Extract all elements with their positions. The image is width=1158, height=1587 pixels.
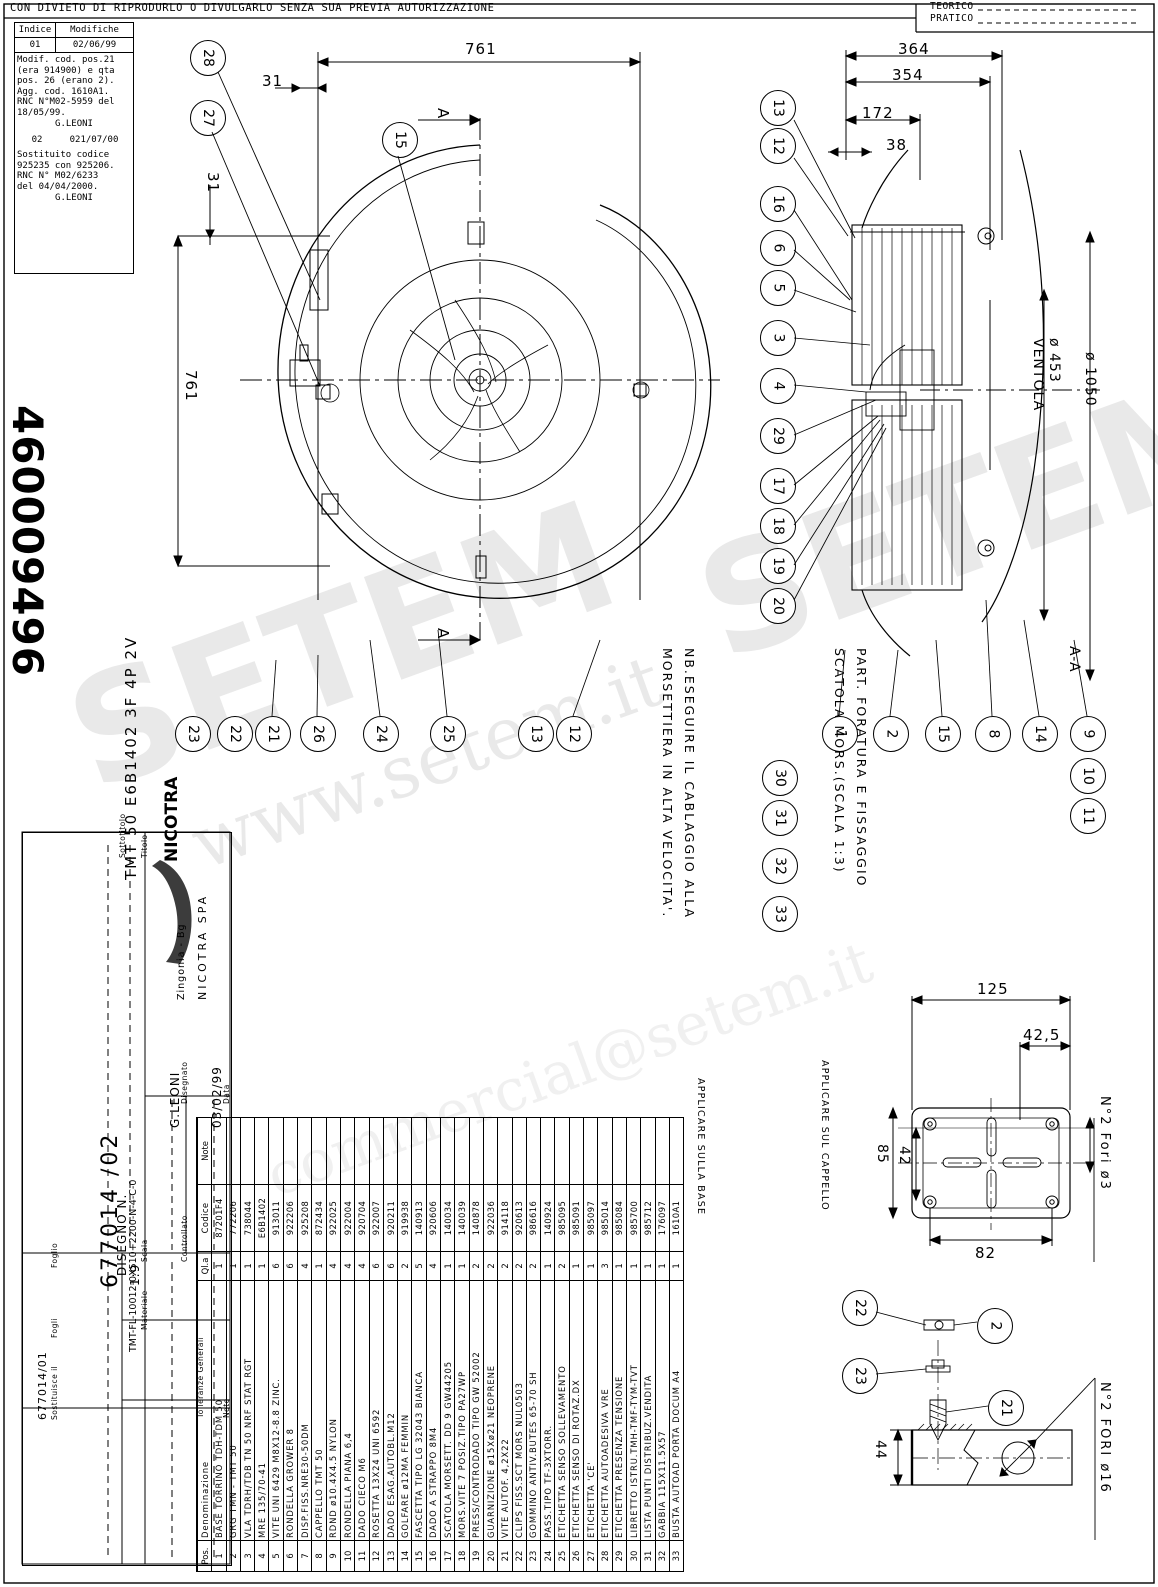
revision-2-text: Sostituito codice 925235 con 925206. RNC… — [17, 150, 115, 192]
balloon-17[interactable]: 17 — [760, 468, 796, 504]
balloon-25-bottom[interactable]: 25 — [430, 716, 466, 752]
copyright-note: CON DIVIETO DI RIPRODURLO O DIVULGARLO S… — [10, 2, 495, 14]
label-tolleranze: Tolleranze Generali — [196, 1336, 205, 1418]
revision-col-modifiche: Modifiche — [70, 25, 119, 35]
dim-364: 364 — [898, 40, 930, 58]
balloon-18[interactable]: 18 — [760, 508, 796, 544]
balloon-5[interactable]: 5 — [760, 270, 796, 306]
balloon-33[interactable]: 33 — [762, 896, 798, 932]
balloon-12-bottom[interactable]: 12 — [556, 716, 592, 752]
balloon-13-bottom[interactable]: 13 — [518, 716, 554, 752]
balloon-6[interactable]: 6 — [760, 230, 796, 266]
dim-761-horizontal: 761 — [465, 40, 497, 58]
balloon-29[interactable]: 29 — [760, 418, 796, 454]
balloon-22-bottom[interactable]: 22 — [217, 716, 253, 752]
teorico-label: TEORICO — [930, 1, 974, 12]
balloon-23-detail[interactable]: 23 — [842, 1358, 878, 1394]
revision-1-date: 02/06/99 — [72, 40, 117, 50]
balloon-23-bottom[interactable]: 23 — [175, 716, 211, 752]
label-sostituisce: Sostituisce il — [50, 1365, 59, 1420]
label-fogli: Fogli — [50, 1317, 59, 1338]
balloon-28[interactable]: 28 — [190, 40, 226, 76]
balloon-2-section[interactable]: 2 — [873, 716, 909, 752]
dim-42-5: 42,5 — [1023, 1026, 1061, 1044]
balloon-4[interactable]: 4 — [760, 368, 796, 404]
dim-125: 125 — [977, 980, 1009, 998]
revision-1-signature: G.LEONI — [55, 118, 93, 129]
balloon-22-detail[interactable]: 22 — [842, 1290, 878, 1326]
balloon-27[interactable]: 27 — [190, 100, 226, 136]
balloon-32[interactable]: 32 — [762, 848, 798, 884]
balloon-11[interactable]: 11 — [1070, 798, 1106, 834]
balloon-16[interactable]: 16 — [760, 186, 796, 222]
label-scala: Scala — [140, 1239, 149, 1262]
label-note: Note — [222, 1398, 231, 1418]
revision-2-signature: G.LEONI — [55, 192, 93, 203]
balloon-1[interactable]: 1 — [822, 716, 858, 752]
value-disegno-n: 677014 /02 — [98, 1131, 123, 1288]
label-sottotitolo: Sottotitolo — [118, 813, 127, 858]
company-legal-name: NICOTRA SPA — [196, 893, 209, 1000]
balloon-2-detail[interactable]: 2 — [977, 1308, 1013, 1344]
nicotra-logo-text: NICOTRA — [162, 776, 182, 862]
revision-1-index: 01 — [15, 38, 56, 52]
value-materiale: TMT-FL-10012-0X510+2200-N-4-C-0 — [128, 1179, 139, 1352]
dim-82: 82 — [975, 1244, 997, 1262]
label-titolo: Titolo — [140, 834, 149, 858]
balloon-21-bottom[interactable]: 21 — [255, 716, 291, 752]
balloon-9[interactable]: 9 — [1070, 716, 1106, 752]
balloon-15-section[interactable]: 15 — [925, 716, 961, 752]
label-foglio: Foglio — [50, 1242, 59, 1268]
balloon-24-bottom[interactable]: 24 — [363, 716, 399, 752]
revision-col-index: Indice — [15, 23, 56, 37]
pratico-label: PRATICO — [930, 13, 974, 24]
balloon-26-bottom[interactable]: 26 — [300, 716, 336, 752]
balloon-12-top[interactable]: 12 — [760, 128, 796, 164]
label-materiale: Materiale — [140, 1290, 149, 1330]
value-data: 03/02/99 — [210, 1066, 224, 1128]
balloon-30[interactable]: 30 — [762, 760, 798, 796]
balloon-21-detail[interactable]: 21 — [988, 1390, 1024, 1426]
balloon-13-top[interactable]: 13 — [760, 90, 796, 126]
value-disegnato: G.LEONI — [168, 1071, 182, 1128]
dim-38: 38 — [886, 136, 908, 154]
balloon-8[interactable]: 8 — [975, 716, 1011, 752]
revision-2-date: 021/07/00 — [69, 134, 119, 145]
balloon-31[interactable]: 31 — [762, 800, 798, 836]
balloon-14[interactable]: 14 — [1022, 716, 1058, 752]
revision-block: Indice Modifiche 01 02/06/99 Modif. cod.… — [14, 22, 134, 274]
balloon-19[interactable]: 19 — [760, 548, 796, 584]
dim-172: 172 — [862, 104, 894, 122]
dim-31-horizontal: 31 — [262, 72, 284, 90]
balloon-15-left[interactable]: 15 — [382, 122, 418, 158]
revision-1-text: Modif. cod. pos.21 (era 914900) e qta po… — [17, 55, 115, 118]
value-sostituisce: 677014/01 — [36, 1351, 49, 1420]
teorico-pratico-rules — [978, 9, 1140, 24]
label-controllato: Controllato — [180, 1215, 189, 1262]
dim-354: 354 — [892, 66, 924, 84]
company-city: Zingonia - Bg — [176, 923, 187, 1000]
balloon-10[interactable]: 10 — [1070, 758, 1106, 794]
revision-2-index: 02 — [31, 134, 43, 145]
balloon-20[interactable]: 20 — [760, 588, 796, 624]
